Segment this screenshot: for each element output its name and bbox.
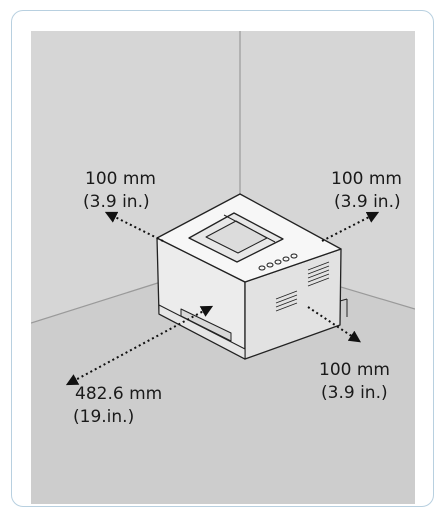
label-front-right-mm: 100 mm — [319, 360, 390, 380]
label-front-left-mm: 482.6 mm — [75, 384, 162, 404]
label-left-in: (3.9 in.) — [83, 192, 150, 212]
clearance-illustration: 100 mm (3.9 in.) 100 mm (3.9 in.) 100 mm… — [30, 31, 416, 504]
label-left-mm: 100 mm — [85, 169, 156, 189]
label-right-in: (3.9 in.) — [334, 192, 401, 212]
illustration-frame: 100 mm (3.9 in.) 100 mm (3.9 in.) 100 mm… — [11, 10, 434, 507]
arrow-front-right-clearance — [307, 306, 361, 343]
label-front-right-in: (3.9 in.) — [321, 383, 388, 403]
arrow-front-left-clearance — [65, 305, 214, 386]
label-front-left-in: (19.in.) — [73, 407, 134, 427]
arrow-left-clearance — [104, 211, 164, 242]
printer-clearance-diagram: 100 mm (3.9 in.) 100 mm (3.9 in.) 100 mm… — [30, 31, 416, 504]
arrow-right-clearance — [321, 211, 380, 242]
label-right-mm: 100 mm — [331, 169, 402, 189]
